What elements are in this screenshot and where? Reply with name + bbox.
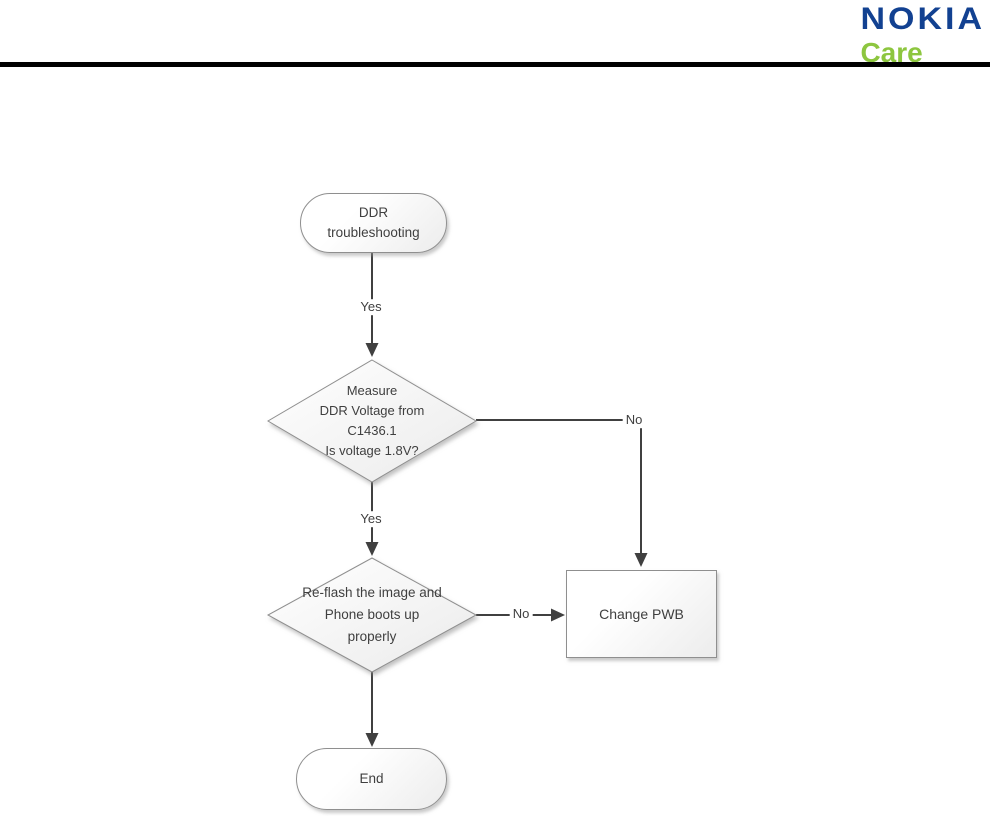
- arrowhead-reflash-no-to-change-pwb: [551, 608, 565, 622]
- nokia-wordmark: NOKIA: [860, 1, 985, 37]
- arrowhead-voltage-yes-to-reflash: [365, 542, 379, 556]
- arrowhead-start-to-voltage: [365, 343, 379, 357]
- node-decision-voltage-label: Measure DDR Voltage from C1436.1 Is volt…: [319, 383, 425, 458]
- header-divider: [0, 62, 990, 67]
- node-start-ddr-troubleshooting: DDR troubleshooting: [300, 193, 447, 253]
- node-decision-reflash-label: Re-flash the image and Phone boots up pr…: [302, 585, 442, 644]
- decision-voltage-diamond: [267, 359, 477, 483]
- decision-reflash-diamond: [266, 557, 478, 673]
- edge-voltage-no-to-change-pwb: [476, 419, 642, 555]
- nokia-care-logo: NOKIA Care: [860, 3, 985, 67]
- arrowhead-reflash-to-end: [365, 733, 379, 747]
- edge-label-no-voltage: No: [622, 412, 646, 428]
- edge-label-no-reflash: No: [509, 606, 533, 622]
- edge-label-yes-voltage: Yes: [357, 511, 385, 527]
- care-wordmark: Care: [860, 37, 923, 68]
- node-end: End: [296, 748, 447, 810]
- node-change-pwb: Change PWB: [566, 570, 717, 658]
- arrowhead-voltage-no-to-change-pwb: [634, 553, 648, 567]
- edge-label-yes-start: Yes: [357, 299, 385, 315]
